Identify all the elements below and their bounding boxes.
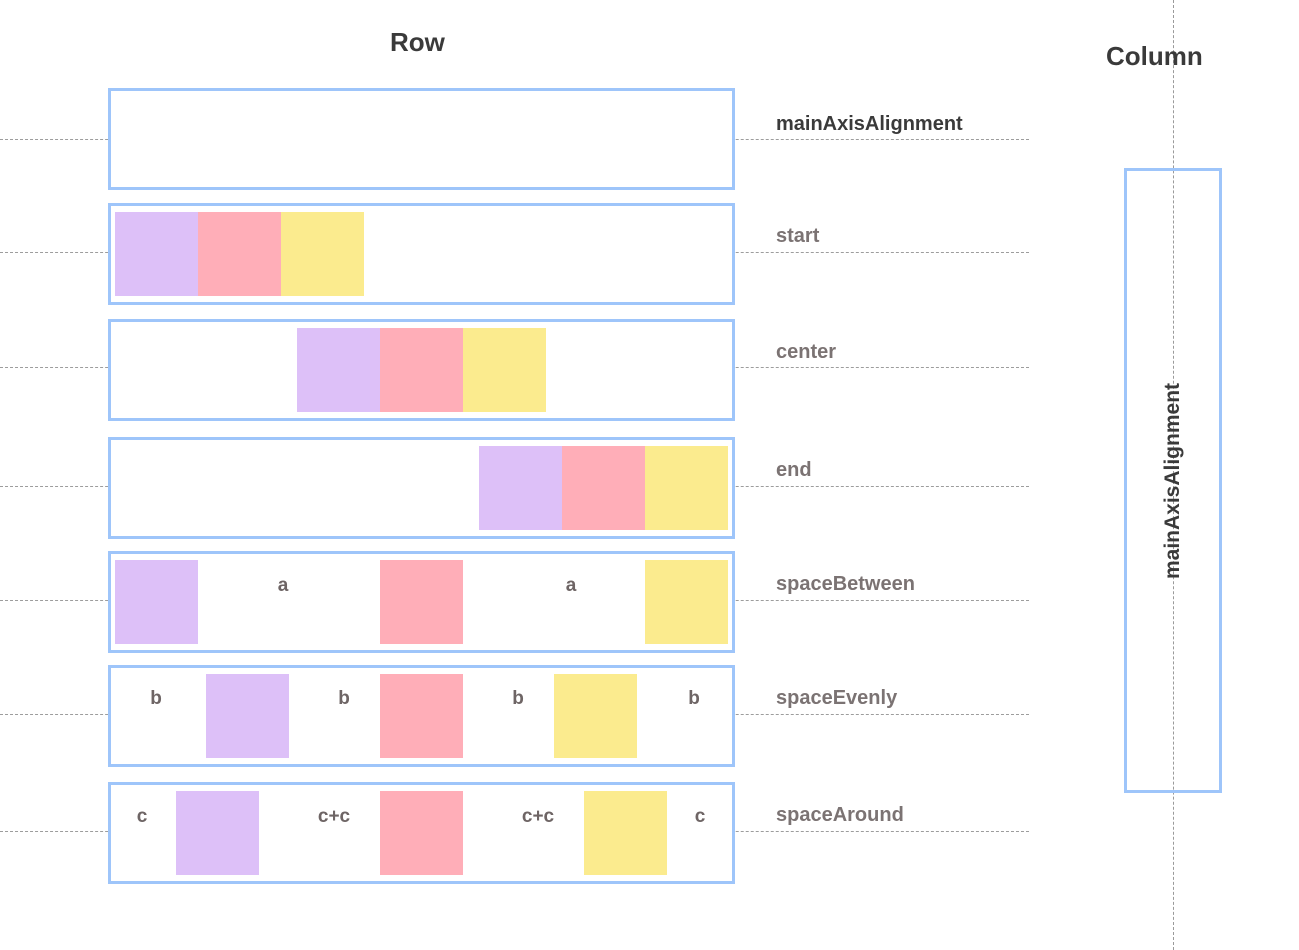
row-container-spaceEvenly: [108, 665, 735, 767]
row-label-spaceBetween: spaceBetween: [776, 573, 915, 595]
gap-label-spaceEvenly-2: b: [512, 688, 524, 709]
row-container-spaceAround: [108, 782, 735, 884]
row-label-center: center: [776, 341, 837, 363]
row-container-spaceBetween: [108, 551, 735, 653]
gap-label-spaceAround-2: c+c: [521, 806, 555, 827]
child-box-purple: [206, 674, 289, 758]
row-container-start: [108, 203, 735, 305]
child-box-purple: [297, 328, 380, 412]
child-box-purple: [175, 791, 259, 875]
child-box-purple: [115, 560, 198, 644]
column-section-heading: Column: [1106, 41, 1203, 71]
child-box-purple: [115, 212, 198, 296]
child-box-yellow: [584, 791, 668, 875]
row-label-end: end: [776, 459, 812, 481]
child-box-pink: [380, 674, 463, 758]
row-container-header: [108, 88, 735, 190]
child-box-purple: [479, 446, 562, 530]
gap-label-spaceEvenly-1: b: [338, 688, 350, 709]
child-box-yellow: [645, 446, 728, 530]
gap-label-spaceEvenly-3: b: [688, 688, 700, 709]
gap-label-spaceAround-1: c+c: [317, 806, 351, 827]
child-box-pink: [380, 560, 463, 644]
row-container-end: [108, 437, 735, 539]
column-container: mainAxisAlignment: [1124, 168, 1222, 793]
child-box-yellow: [281, 212, 364, 296]
column-vertical-guide-line: [1173, 0, 1174, 950]
row-label-start: start: [776, 225, 820, 247]
child-box-yellow: [463, 328, 546, 412]
row-section-heading: Row: [390, 27, 445, 57]
row-container-center: [108, 319, 735, 421]
gap-label-spaceAround-3: c: [694, 806, 706, 827]
gap-label-spaceEvenly-0: b: [150, 688, 162, 709]
gap-label-spaceBetween-1: a: [565, 575, 577, 596]
row-label-spaceAround: spaceAround: [776, 804, 904, 826]
gap-label-spaceAround-0: c: [136, 806, 148, 827]
row-label-header: mainAxisAlignment: [776, 113, 963, 135]
child-box-pink: [562, 446, 645, 530]
row-label-spaceEvenly: spaceEvenly: [776, 687, 898, 709]
gap-label-spaceBetween-0: a: [277, 575, 289, 596]
child-box-pink: [198, 212, 281, 296]
child-box-yellow: [554, 674, 637, 758]
child-box-pink: [379, 791, 463, 875]
column-main-axis-label: mainAxisAlignment: [1161, 382, 1184, 579]
child-box-pink: [380, 328, 463, 412]
child-box-yellow: [645, 560, 728, 644]
